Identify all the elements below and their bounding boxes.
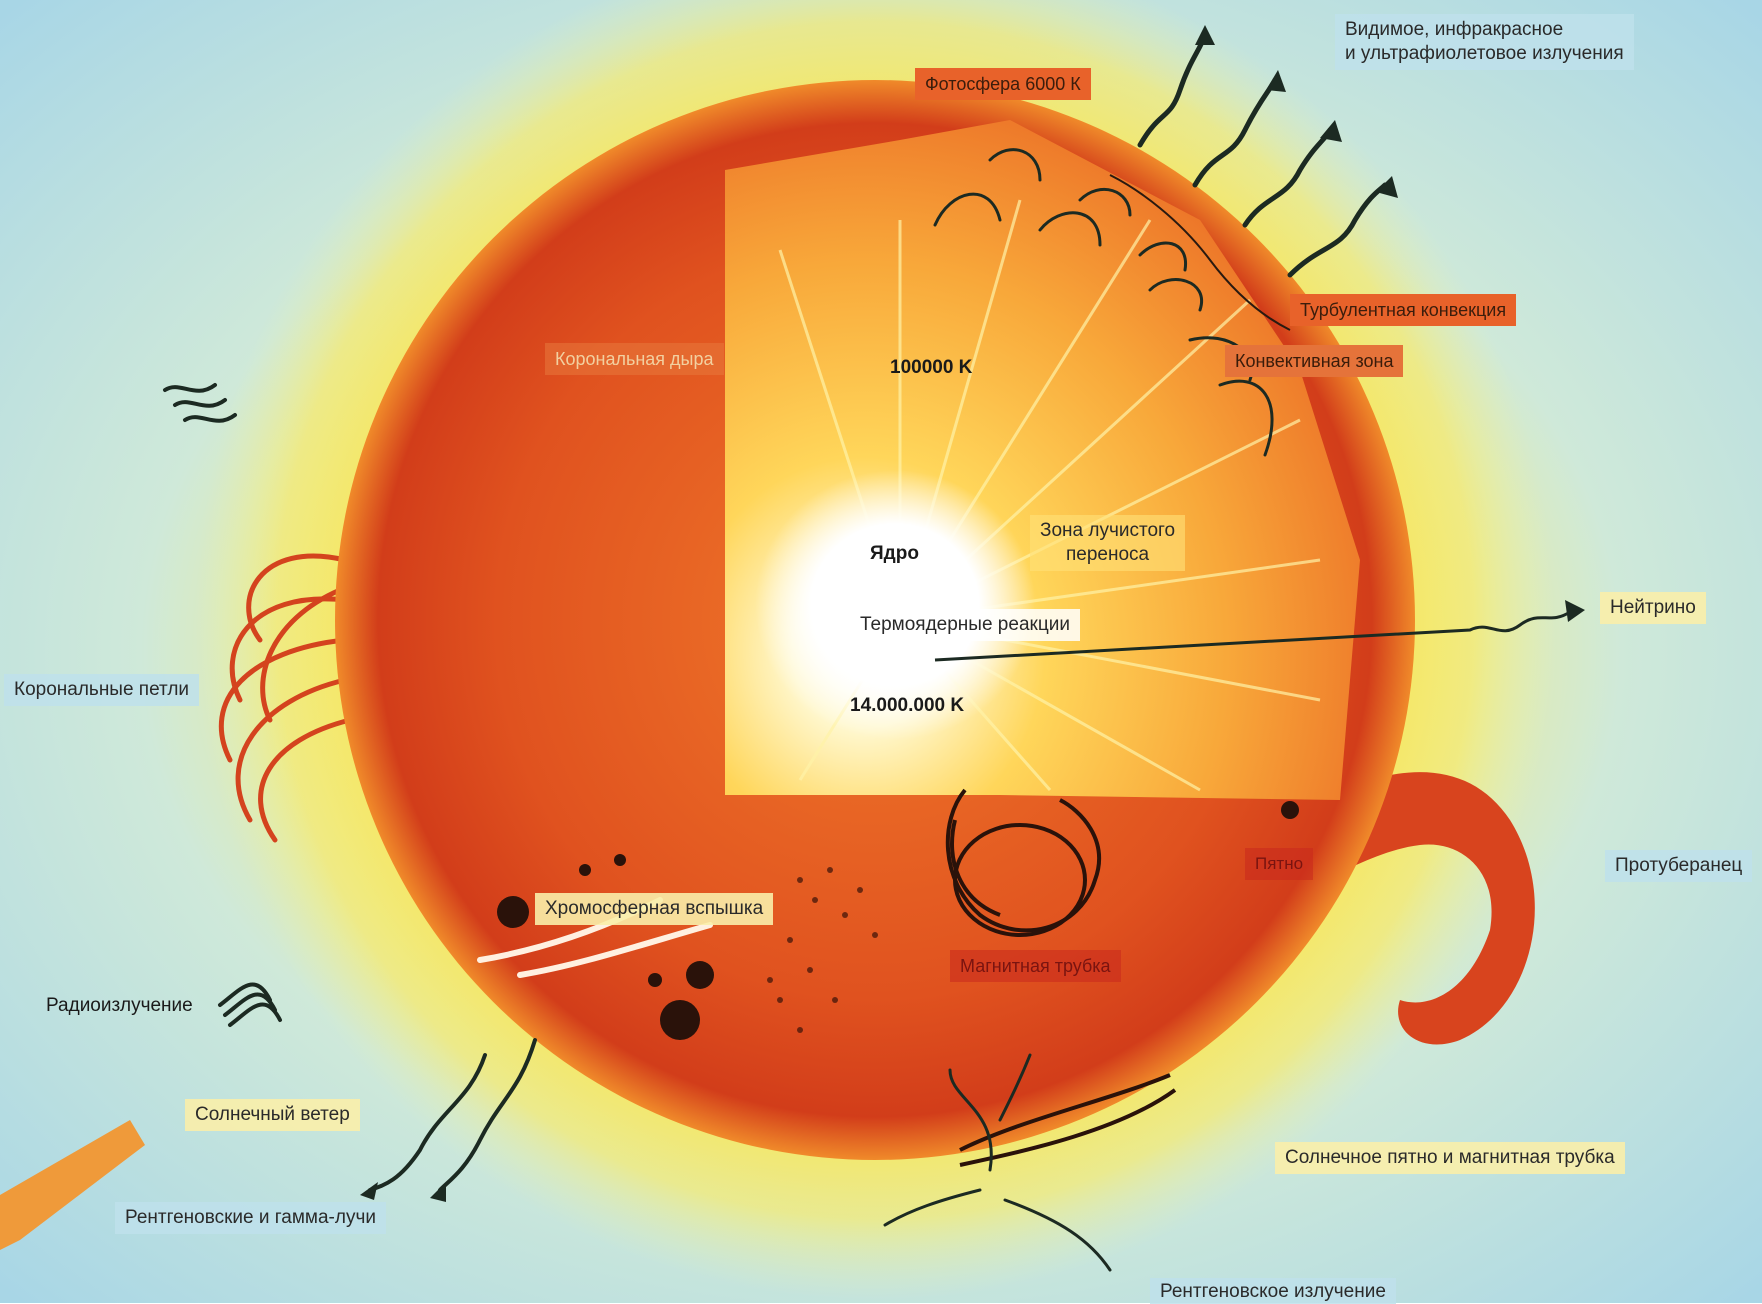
prominence-label: Протуберанец [1605,850,1752,882]
radio-emission-label: Радиоизлучение [36,990,203,1022]
thermonuclear-label: Термоядерные реакции [850,609,1080,641]
coronal-hole-label: Корональная дыра [545,343,724,375]
coronal-loops-label: Корональные петли [4,674,199,706]
radiative-zone-label: Зона лучистого переноса [1030,515,1185,571]
xray-gamma-label: Рентгеновские и гамма-лучи [115,1202,386,1234]
temp-100000-label: 100000 K [880,352,982,384]
sunspot-label: Пятно [1245,848,1313,880]
core-label: Ядро [860,538,929,570]
temp-core-label: 14.000.000 K [840,690,974,722]
turbulent-convection-label: Турбулентная конвекция [1290,294,1516,326]
chromospheric-flare-label: Хромосферная вспышка [535,893,773,925]
magnetic-tube-label: Магнитная трубка [950,950,1121,982]
photosphere-label: Фотосфера 6000 К [915,68,1091,100]
solar-wind-label: Солнечный ветер [185,1099,360,1131]
sunspot-tube-label: Солнечное пятно и магнитная трубка [1275,1142,1625,1174]
visible-radiation-label: Видимое, инфракрасное и ультрафиолетовое… [1335,14,1634,70]
convective-zone-label: Конвективная зона [1225,345,1403,377]
neutrino-label: Нейтрино [1600,592,1706,624]
xray-emission-label: Рентгеновское излучение [1150,1278,1396,1304]
